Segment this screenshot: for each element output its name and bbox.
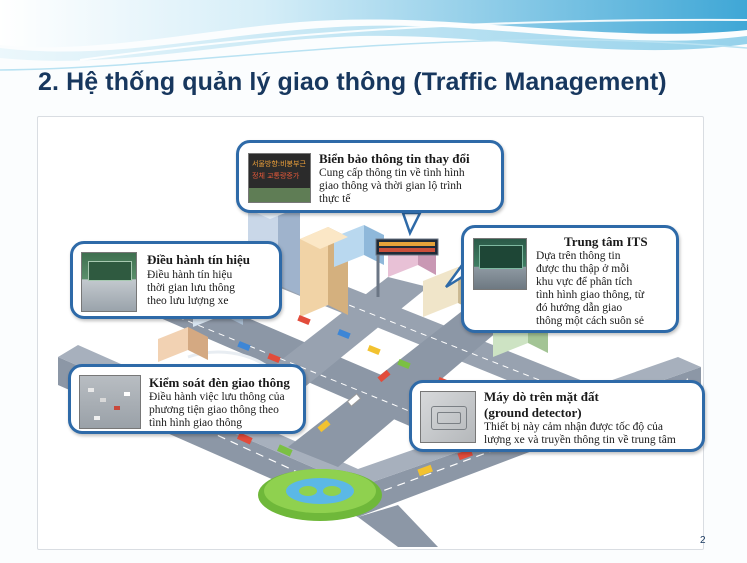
its-callout-line-1: Dựa trên thông tin (536, 250, 621, 262)
control-room-icon (81, 252, 137, 312)
light-callout: Kiểm soát đèn giao thông Điều hành việc … (68, 364, 306, 434)
detector-callout: Máy dò trên mặt đất (ground detector) Th… (409, 380, 705, 452)
light-callout-line-1: Điều hành việc lưu thông của (149, 391, 285, 403)
signal-callout-line-2: thời gian lưu thông (147, 282, 236, 294)
vms-sign-icon: 서울방향:비봉부근 정체 교통량증가 (248, 153, 311, 203)
vms-callout-line-2: giao thông và thời gian lộ trình (319, 180, 462, 192)
vms-sign-line-2: 정체 교통량증가 (252, 172, 300, 180)
its-callout-line-4: tình hình giao thông, từ (536, 289, 645, 301)
light-callout-line-3: tình hình giao thông (149, 417, 242, 429)
traffic-highway-icon (79, 375, 141, 429)
light-callout-title: Kiểm soát đèn giao thông (149, 375, 290, 390)
its-callout-line-5: đó hướng dẫn giao (536, 302, 623, 314)
vms-callout-title: Biển bảo thông tin thay đổi (319, 151, 470, 166)
overhead-vms-sign (375, 238, 439, 297)
page-number: 2 (700, 535, 706, 546)
vms-callout: 서울방향:비봉부근 정체 교통량증가 Biển bảo thông tin th… (236, 140, 504, 213)
its-callout: Trung tâm ITS Dựa trên thông tin được th… (461, 225, 679, 333)
its-callout-title: Trung tâm ITS (564, 234, 648, 249)
its-callout-line-2: được thu thập ở mỗi (536, 263, 630, 275)
roundabout-park (258, 469, 382, 521)
road-sensor-icon (420, 391, 476, 443)
detector-callout-line-1: Thiết bị này cảm nhận được tốc độ của (484, 421, 664, 433)
its-center-icon (473, 238, 527, 290)
vms-callout-line-3: thực tế (319, 193, 351, 205)
its-callout-line-6: thông một cách suôn sẻ (536, 315, 644, 327)
header-wave-decoration (0, 0, 747, 71)
signal-callout-title: Điều hành tín hiệu (147, 252, 250, 267)
vms-callout-line-1: Cung cấp thông tin về tình hình (319, 167, 465, 179)
slide-title: 2. Hệ thống quản lý giao thông (Traffic … (38, 68, 667, 96)
its-callout-line-3: khu vực để phân tích (536, 276, 633, 288)
detector-callout-title-1: Máy dò trên mặt đất (484, 389, 599, 404)
vms-sign-line-1: 서울방향:비봉부근 (252, 160, 306, 168)
signal-callout-line-3: theo lưu lượng xe (147, 295, 229, 307)
signal-callout-line-1: Điều hành tín hiệu (147, 269, 233, 281)
detector-callout-title-2: (ground detector) (484, 405, 582, 420)
detector-callout-line-2: lượng xe và truyền thông tin về trung tâ… (484, 434, 676, 446)
light-callout-line-2: phương tiện giao thông theo (149, 404, 279, 416)
signal-callout: Điều hành tín hiệu Điều hành tín hiệu th… (70, 241, 282, 319)
